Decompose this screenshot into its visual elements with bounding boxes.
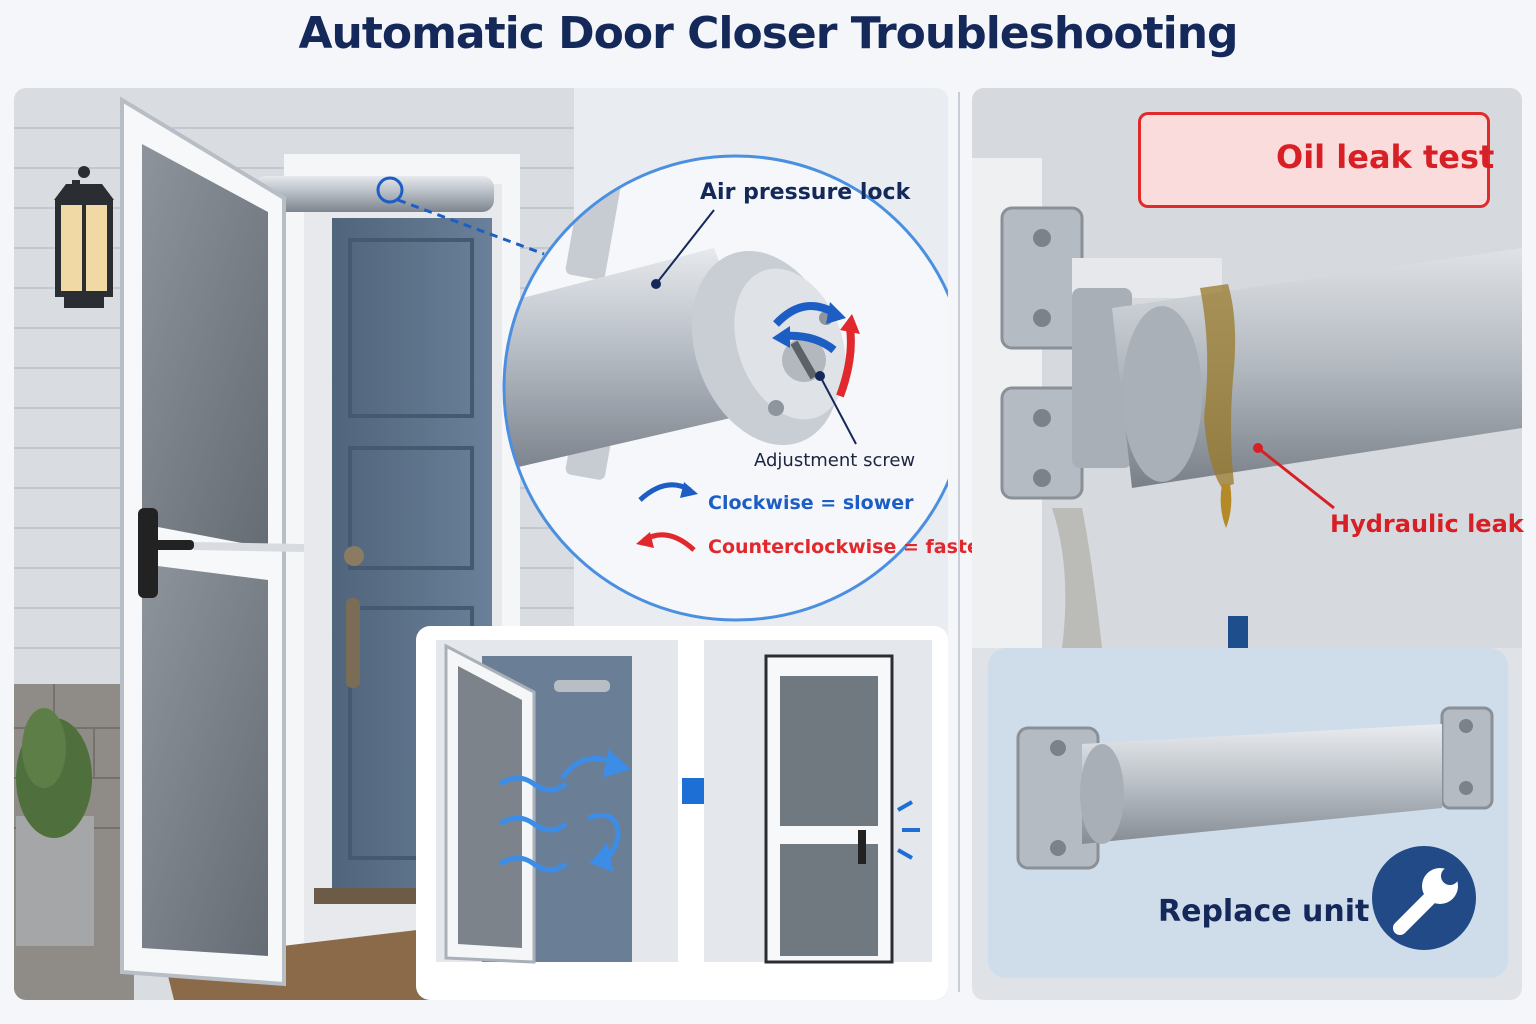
counterclockwise-legend: Counterclockwise = faster <box>708 536 990 558</box>
adjustment-panel <box>14 88 948 1000</box>
page-title: Automatic Door Closer Troubleshooting <box>298 8 1238 59</box>
replace-unit-label: Replace unit <box>1158 894 1370 929</box>
wind-icon <box>498 749 632 873</box>
wrench-icon <box>1372 846 1476 950</box>
wall-lantern-icon <box>54 166 114 308</box>
leak-panel <box>972 88 1522 1000</box>
adjustment-screw-label: Adjustment screw <box>754 450 916 471</box>
oil-leak-test-label: Oil leak test <box>1276 138 1495 176</box>
panel-divider <box>958 92 960 992</box>
air-pressure-lock-label: Air pressure lock <box>700 180 911 205</box>
oil-leak-test-box <box>1138 112 1490 208</box>
porch-scene <box>14 88 948 1000</box>
leak-scene <box>972 88 1522 978</box>
clockwise-legend: Clockwise = slower <box>708 492 914 514</box>
hydraulic-leak-label: Hydraulic leak <box>1330 510 1524 538</box>
